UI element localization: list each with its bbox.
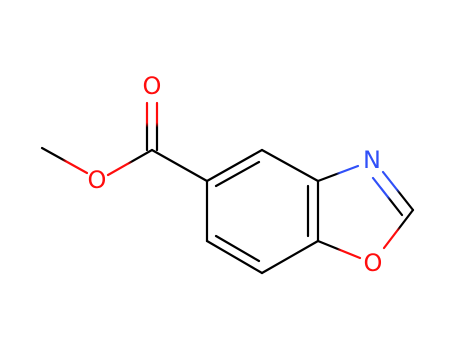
bond-c4-c5-inner — [214, 160, 261, 188]
bond-carbonyl-ester-oxygen — [106, 148, 154, 177]
bond-c4-c5 — [205, 148, 264, 183]
bond-c7-c7a — [260, 239, 320, 275]
bond-c6-c7 — [205, 239, 264, 275]
carbonyl-oxygen-label: O — [143, 72, 162, 100]
bond-c5-carbonyl-carbon — [150, 148, 209, 183]
bond-o1-c7a — [316, 239, 362, 260]
bond-methyl-ester-oxygen — [40, 146, 89, 175]
bond-c2-o1 — [382, 208, 415, 250]
bond-n3-c2 — [381, 170, 415, 212]
atom-labels: O O N O — [88, 72, 383, 277]
ring-nitrogen-label: N — [363, 146, 381, 174]
bond-c6-c7-inner — [214, 234, 261, 263]
ring-oxygen-label: O — [364, 249, 383, 277]
bond-n3-c2-inner — [371, 176, 404, 217]
bonds — [40, 101, 415, 275]
ester-oxygen-label: O — [88, 166, 107, 194]
bond-c3a-c4 — [260, 148, 320, 183]
bond-c3a-n3 — [316, 164, 360, 183]
